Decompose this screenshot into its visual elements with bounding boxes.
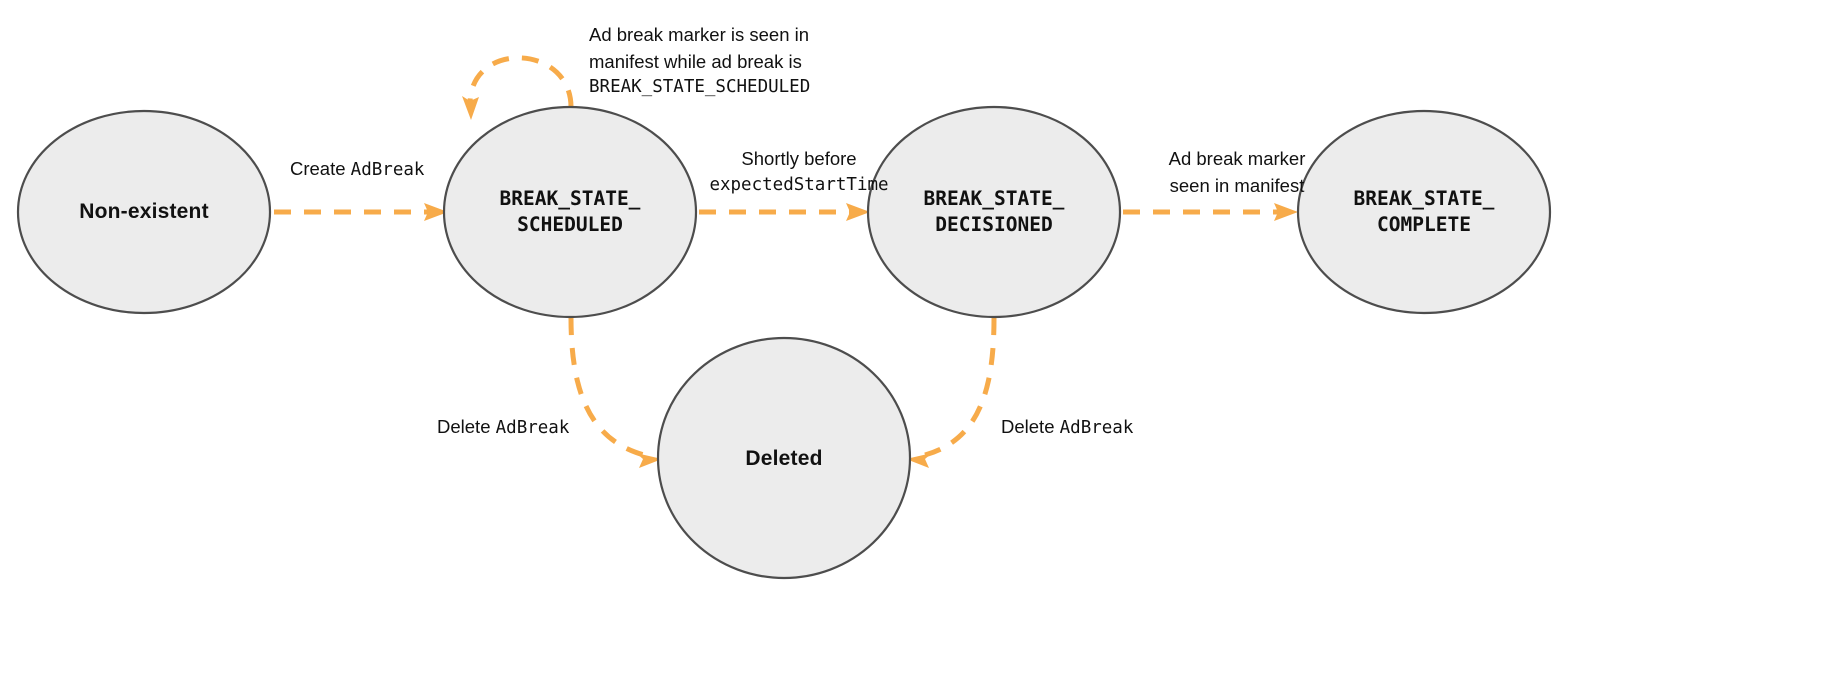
edge-shortly-before-expected-start-time-arrowhead bbox=[846, 203, 870, 221]
edge-marker-seen-while-scheduled-line bbox=[467, 55, 574, 108]
edge-marker-seen-in-manifest[interactable] bbox=[1123, 203, 1298, 221]
edge-delete-adbreak-from-decisioned-arrowhead bbox=[906, 453, 932, 468]
node-break-state-decisioned[interactable] bbox=[866, 105, 1122, 319]
edge-marker-seen-while-scheduled-arrowhead bbox=[462, 96, 479, 120]
node-non-existent[interactable] bbox=[16, 109, 272, 315]
edge-delete-adbreak-from-scheduled-line bbox=[568, 317, 645, 458]
edge-create-adbreak[interactable] bbox=[274, 203, 448, 221]
edge-marker-seen-in-manifest-arrowhead bbox=[1274, 203, 1298, 221]
edge-shortly-before-expected-start-time[interactable] bbox=[699, 203, 870, 221]
edge-delete-adbreak-from-scheduled-arrowhead bbox=[636, 453, 662, 468]
edge-delete-adbreak-from-scheduled[interactable] bbox=[568, 317, 662, 468]
node-deleted[interactable] bbox=[656, 336, 912, 580]
edge-create-adbreak-arrowhead bbox=[424, 203, 448, 221]
edge-delete-adbreak-from-decisioned[interactable] bbox=[906, 317, 997, 468]
node-break-state-complete[interactable] bbox=[1296, 109, 1552, 315]
edge-delete-adbreak-from-decisioned-line bbox=[924, 317, 997, 458]
edge-marker-seen-while-scheduled[interactable] bbox=[462, 55, 574, 120]
node-break-state-scheduled[interactable] bbox=[442, 105, 698, 319]
